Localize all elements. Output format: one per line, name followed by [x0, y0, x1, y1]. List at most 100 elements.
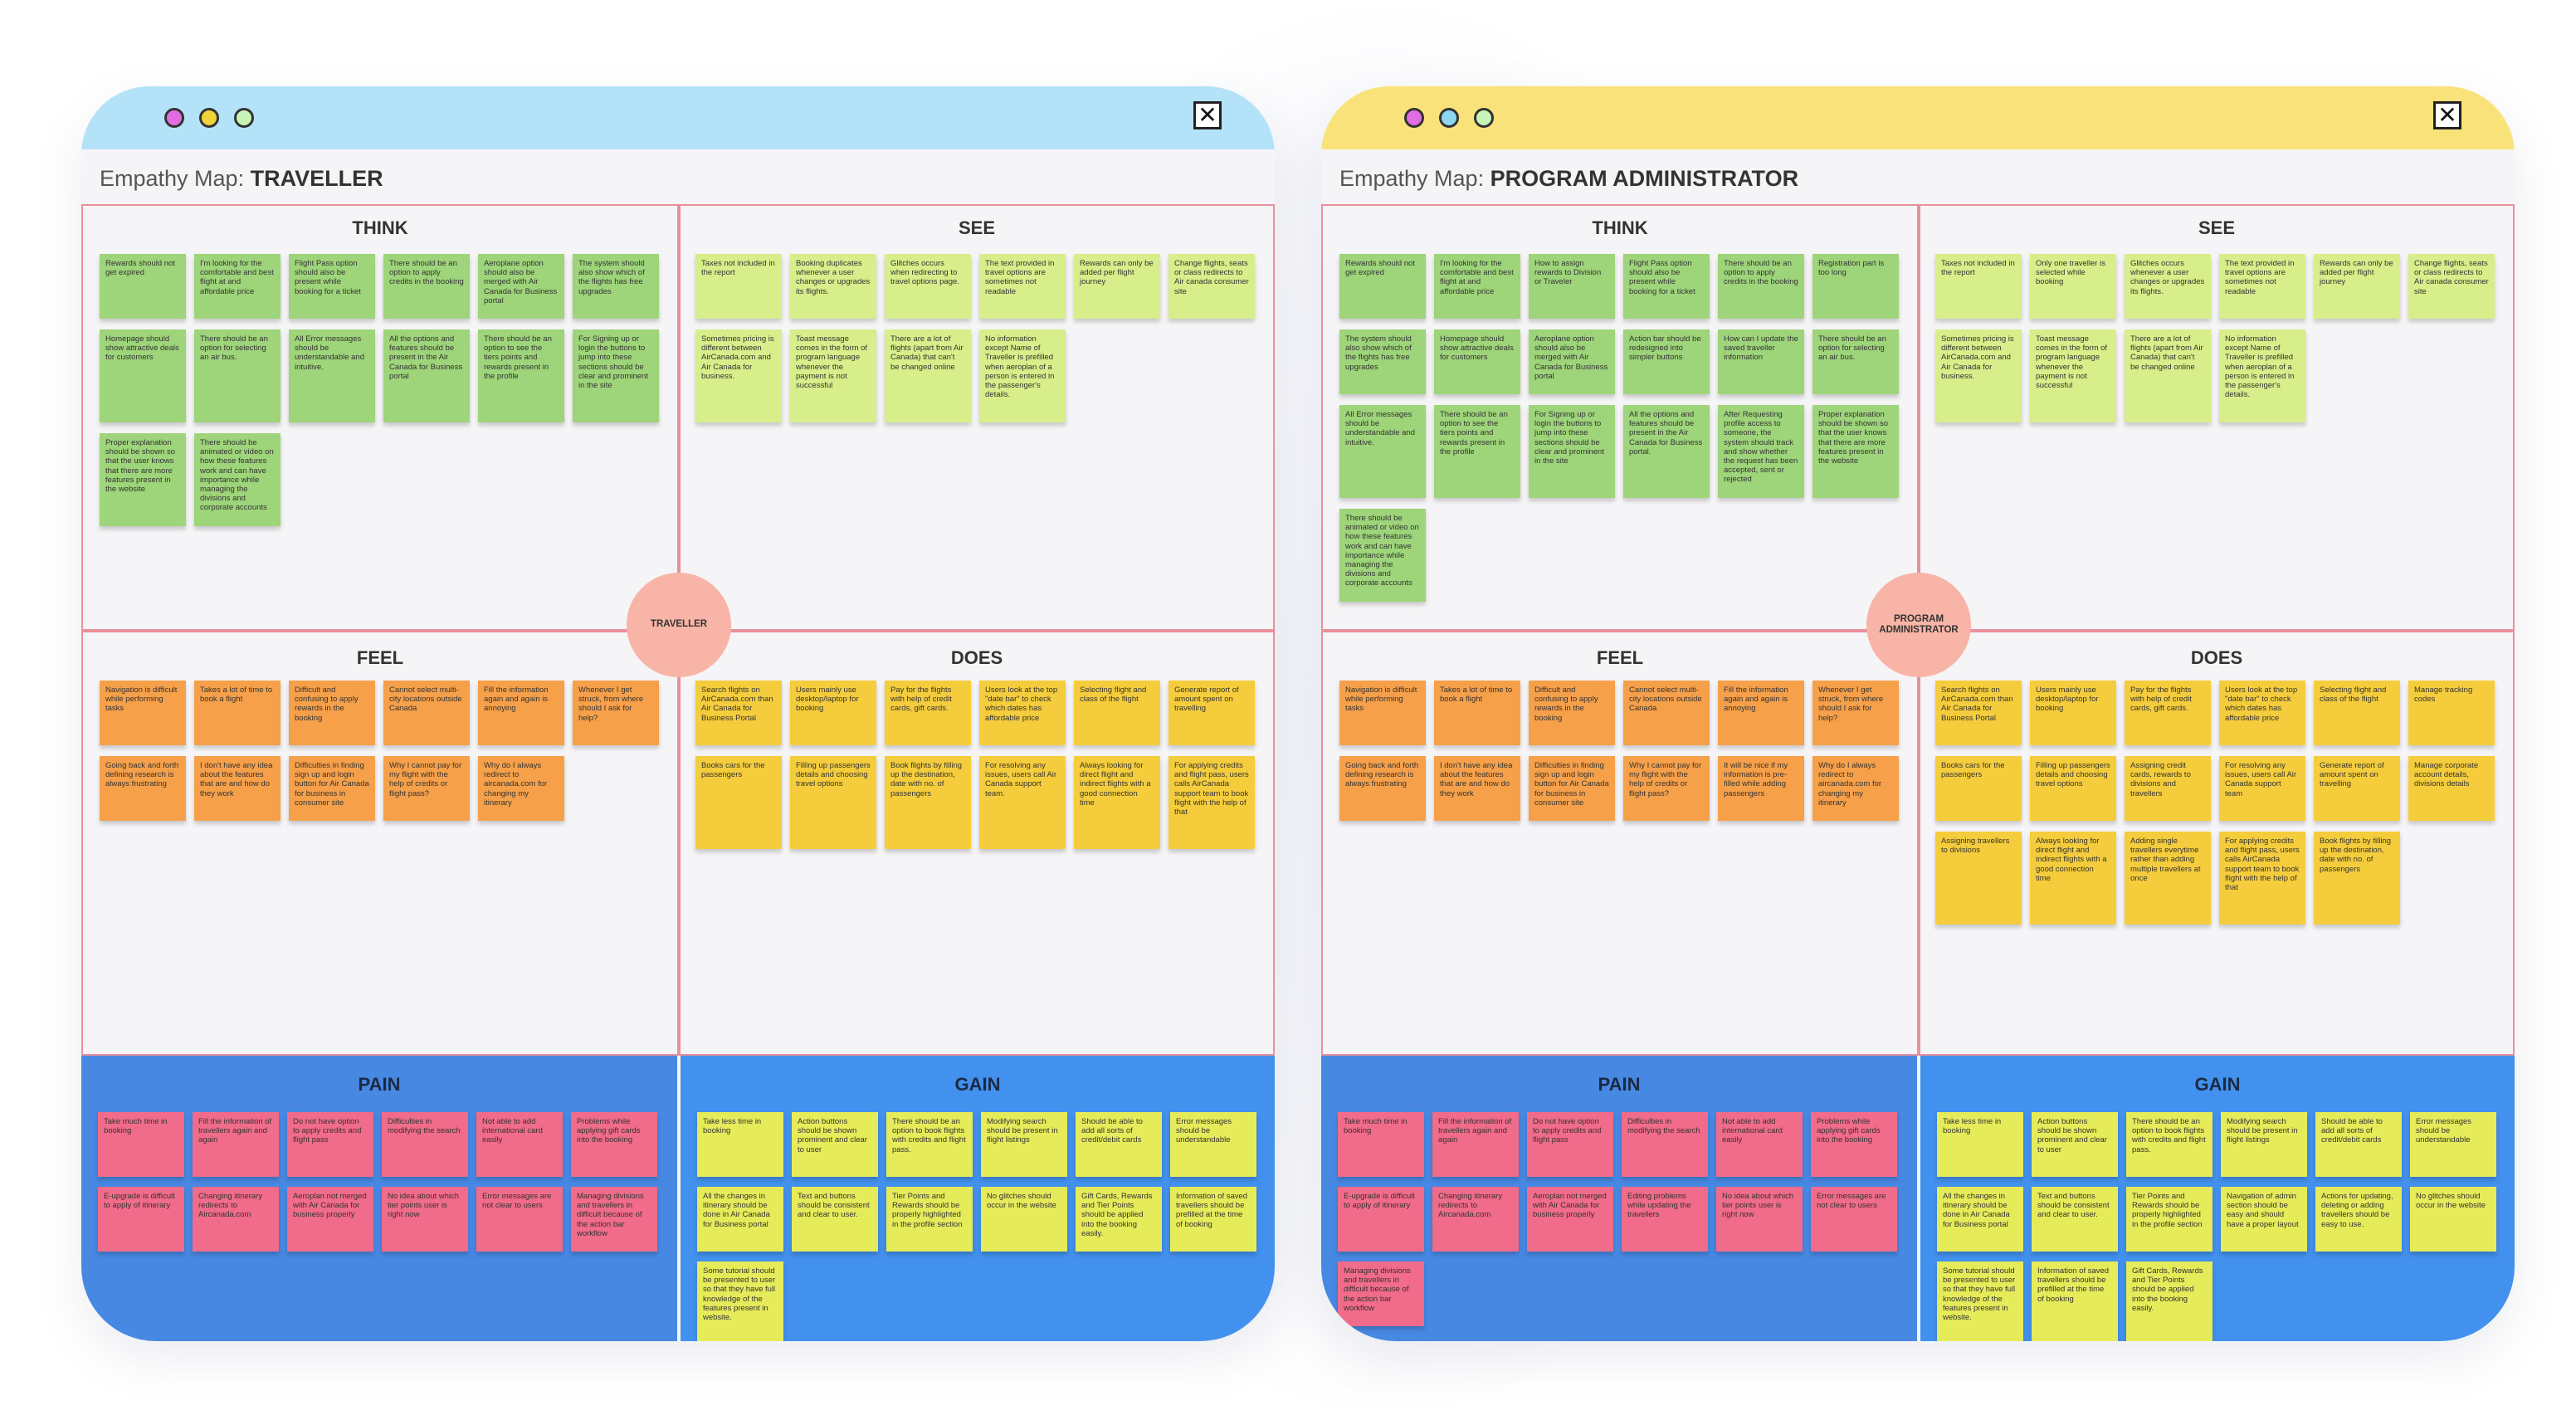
does-sticky-note[interactable]: Users look at the top "date bar" to chec…: [2219, 681, 2305, 745]
gain-sticky-note[interactable]: Actions for updating, deleting or adding…: [2315, 1187, 2402, 1252]
gain-sticky-note[interactable]: Error messages should be understandable: [1170, 1112, 1256, 1177]
think-sticky-note[interactable]: I'm looking for the comfortable and best…: [194, 254, 281, 319]
see-sticky-note[interactable]: Glitches occurs when redirecting to trav…: [885, 254, 971, 319]
pain-sticky-note[interactable]: Not able to add international card easil…: [1716, 1112, 1803, 1177]
see-sticky-note[interactable]: Sometimes pricing is different between A…: [695, 329, 782, 422]
pain-sticky-note[interactable]: Fill the information of travellers again…: [193, 1112, 279, 1177]
think-sticky-note[interactable]: There should be animated or video on how…: [1339, 509, 1426, 602]
pain-sticky-note[interactable]: Problems while applying gift cards into …: [571, 1112, 657, 1177]
gain-sticky-note[interactable]: Action buttons should be shown prominent…: [792, 1112, 878, 1177]
does-sticky-note[interactable]: Generate report of amount spent on trave…: [1168, 681, 1255, 745]
does-sticky-note[interactable]: Search flights on AirCanada.com than Air…: [695, 681, 782, 745]
does-sticky-note[interactable]: Selecting flight and class of the flight: [1074, 681, 1160, 745]
think-sticky-note[interactable]: Rewards should not get expired: [100, 254, 186, 319]
see-sticky-note[interactable]: Rewards can only be added per flight jou…: [1074, 254, 1160, 319]
feel-sticky-note[interactable]: Difficulties in finding sign up and logi…: [289, 756, 375, 821]
gain-sticky-note[interactable]: All the changes in itinerary should be d…: [697, 1187, 783, 1252]
gain-sticky-note[interactable]: Take less time in booking: [697, 1112, 783, 1177]
does-sticky-note[interactable]: Users look at the top "date bar" to chec…: [979, 681, 1066, 745]
pain-sticky-note[interactable]: Aeroplan not merged with Air Canada for …: [1527, 1187, 1613, 1252]
does-sticky-note[interactable]: Filling up passengers details and choosi…: [790, 756, 876, 849]
gain-sticky-note[interactable]: Tier Points and Rewards should be proper…: [2126, 1187, 2213, 1252]
think-sticky-note[interactable]: For Signing up or login the buttons to j…: [573, 329, 659, 422]
gain-sticky-note[interactable]: Modifying search should be present in fl…: [981, 1112, 1067, 1177]
gain-sticky-note[interactable]: Tier Points and Rewards should be proper…: [886, 1187, 973, 1252]
does-sticky-note[interactable]: Search flights on AirCanada.com than Air…: [1935, 681, 2022, 745]
think-sticky-note[interactable]: All the options and features should be p…: [383, 329, 470, 422]
gain-sticky-note[interactable]: Information of saved travellers should b…: [2032, 1261, 2118, 1341]
see-sticky-note[interactable]: Only one traveller is selected while boo…: [2030, 254, 2116, 319]
think-sticky-note[interactable]: The system should also show which of the…: [1339, 329, 1426, 394]
window-dot-green[interactable]: [1474, 108, 1494, 128]
pain-sticky-note[interactable]: Take much time in booking: [1338, 1112, 1424, 1177]
think-sticky-note[interactable]: How can I update the saved traveller inf…: [1718, 329, 1804, 394]
feel-sticky-note[interactable]: Takes a lot of time to book a flight: [194, 681, 281, 745]
window-dot-pink[interactable]: [1404, 108, 1424, 128]
see-sticky-note[interactable]: Toast message comes in the form of progr…: [790, 329, 876, 422]
does-sticky-note[interactable]: Adding single travellers everytime rathe…: [2125, 832, 2211, 925]
does-sticky-note[interactable]: Manage corporate account details, divisi…: [2408, 756, 2495, 821]
think-sticky-note[interactable]: All Error messages should be understanda…: [1339, 405, 1426, 498]
gain-sticky-note[interactable]: Information of saved travellers should b…: [1170, 1187, 1256, 1252]
does-sticky-note[interactable]: Always looking for direct flight and ind…: [2030, 832, 2116, 925]
think-sticky-note[interactable]: Registration part is too long: [1812, 254, 1899, 319]
see-sticky-note[interactable]: Toast message comes in the form of progr…: [2030, 329, 2116, 422]
see-sticky-note[interactable]: There are a lot of flights (apart from A…: [2125, 329, 2211, 422]
gain-sticky-note[interactable]: Should be able to add all sorts of credi…: [2315, 1112, 2402, 1177]
pain-sticky-note[interactable]: Managing divisions and travellers in dif…: [571, 1187, 657, 1252]
think-sticky-note[interactable]: The system should also show which of the…: [573, 254, 659, 319]
feel-sticky-note[interactable]: Whenever I get struck, from where should…: [573, 681, 659, 745]
feel-sticky-note[interactable]: Fill the information again and again is …: [1718, 681, 1804, 745]
does-sticky-note[interactable]: Always looking for direct flight and ind…: [1074, 756, 1160, 849]
pain-sticky-note[interactable]: Do not have option to apply credits and …: [1527, 1112, 1613, 1177]
see-sticky-note[interactable]: The text provided in travel options are …: [2219, 254, 2305, 319]
pain-sticky-note[interactable]: Error messages are not clear to users: [1811, 1187, 1897, 1252]
pain-sticky-note[interactable]: Take much time in booking: [98, 1112, 184, 1177]
feel-sticky-note[interactable]: Cannot select multi-city locations outsi…: [1623, 681, 1710, 745]
gain-sticky-note[interactable]: Gift Cards, Rewards and Tier Points shou…: [1076, 1187, 1162, 1252]
feel-sticky-note[interactable]: Fill the information again and again is …: [478, 681, 564, 745]
feel-sticky-note[interactable]: Why I cannot pay for my flight with the …: [383, 756, 470, 821]
pain-sticky-note[interactable]: Do not have option to apply credits and …: [287, 1112, 373, 1177]
see-sticky-note[interactable]: Rewards can only be added per flight jou…: [2314, 254, 2400, 319]
gain-sticky-note[interactable]: There should be an option to book flight…: [886, 1112, 973, 1177]
does-sticky-note[interactable]: Books cars for the passengers: [695, 756, 782, 849]
think-sticky-note[interactable]: Aeroplane option should also be merged w…: [478, 254, 564, 319]
does-sticky-note[interactable]: Book flights by filling up the destinati…: [885, 756, 971, 849]
see-sticky-note[interactable]: Change flights, seats or class redirects…: [1168, 254, 1255, 319]
gain-sticky-note[interactable]: Text and buttons should be consistent an…: [792, 1187, 878, 1252]
feel-sticky-note[interactable]: It will be nice if my information is pre…: [1718, 756, 1804, 821]
gain-sticky-note[interactable]: No glitches should occur in the website: [2410, 1187, 2496, 1252]
pain-sticky-note[interactable]: E-upgrade is difficult to apply of itine…: [1338, 1187, 1424, 1252]
feel-sticky-note[interactable]: Difficulties in finding sign up and logi…: [1529, 756, 1615, 821]
does-sticky-note[interactable]: For resolving any issues, users call Air…: [979, 756, 1066, 849]
gain-sticky-note[interactable]: Gift Cards, Rewards and Tier Points shou…: [2126, 1261, 2213, 1341]
feel-sticky-note[interactable]: Why I cannot pay for my flight with the …: [1623, 756, 1710, 821]
think-sticky-note[interactable]: How to assign rewards to Division or Tra…: [1529, 254, 1615, 319]
think-sticky-note[interactable]: Proper explanation should be shown so th…: [100, 433, 186, 526]
does-sticky-note[interactable]: Assigning travellers to divisions: [1935, 832, 2022, 925]
pain-sticky-note[interactable]: E-upgrade is difficult to apply of itine…: [98, 1187, 184, 1252]
pain-sticky-note[interactable]: No idea about which tier points user is …: [382, 1187, 468, 1252]
think-sticky-note[interactable]: There should be an option to see the tie…: [1434, 405, 1520, 498]
does-sticky-note[interactable]: Books cars for the passengers: [1935, 756, 2022, 821]
think-sticky-note[interactable]: There should be an option for selecting …: [1812, 329, 1899, 394]
see-sticky-note[interactable]: Taxes not included in the report: [1935, 254, 2022, 319]
pain-sticky-note[interactable]: Error messages are not clear to users: [476, 1187, 563, 1252]
feel-sticky-note[interactable]: Why do I always redirect to aircanada.co…: [478, 756, 564, 821]
window-dot-green[interactable]: [234, 108, 254, 128]
feel-sticky-note[interactable]: I don't have any idea about the features…: [194, 756, 281, 821]
feel-sticky-note[interactable]: Navigation is difficult while performing…: [100, 681, 186, 745]
think-sticky-note[interactable]: Homepage should show attractive deals fo…: [100, 329, 186, 422]
feel-sticky-note[interactable]: Going back and forth defining research i…: [100, 756, 186, 821]
gain-sticky-note[interactable]: Should be able to add all sorts of credi…: [1076, 1112, 1162, 1177]
gain-sticky-note[interactable]: All the changes in itinerary should be d…: [1937, 1187, 2023, 1252]
feel-sticky-note[interactable]: I don't have any idea about the features…: [1434, 756, 1520, 821]
gain-sticky-note[interactable]: Modifying search should be present in fl…: [2221, 1112, 2307, 1177]
does-sticky-note[interactable]: Assigning credit cards, rewards to divis…: [2125, 756, 2211, 821]
does-sticky-note[interactable]: For applying credits and flight pass, us…: [1168, 756, 1255, 849]
think-sticky-note[interactable]: Aeroplane option should also be merged w…: [1529, 329, 1615, 394]
pain-sticky-note[interactable]: No idea about which tier points user is …: [1716, 1187, 1803, 1252]
window-dot-pink[interactable]: [164, 108, 184, 128]
does-sticky-note[interactable]: Pay for the flights with help of credit …: [2125, 681, 2211, 745]
